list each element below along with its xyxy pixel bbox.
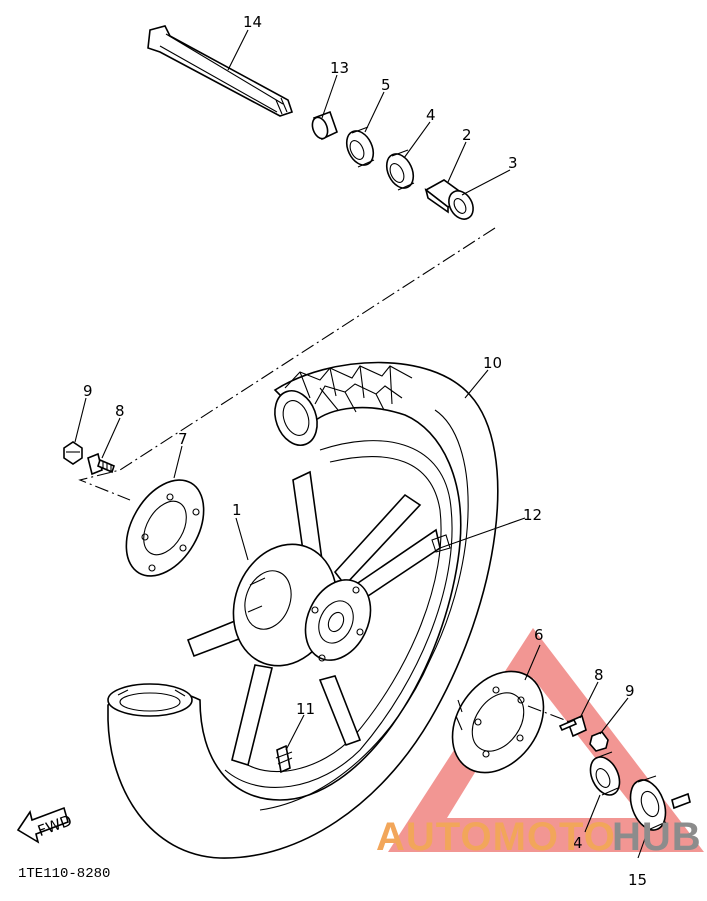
wheel-rim — [186, 440, 453, 788]
callout-12: 12 — [523, 506, 542, 524]
diagram-code: 1TE110-8280 — [18, 866, 110, 882]
callout-4-bottom: 4 — [573, 834, 583, 852]
callout-10: 10 — [483, 354, 502, 372]
bearing — [345, 126, 375, 168]
callout-15: 15 — [628, 871, 647, 889]
watermark-text-automoto: AUTOMOTO — [376, 815, 616, 859]
callout-9-right: 9 — [625, 682, 635, 700]
tire-valve — [275, 744, 293, 774]
callout-11: 11 — [296, 700, 315, 718]
callout-13: 13 — [330, 59, 349, 77]
bolt-left — [87, 452, 115, 476]
callout-7: 7 — [178, 430, 188, 448]
bearing-lower — [589, 751, 621, 796]
nut-left — [63, 441, 83, 465]
callout-1: 1 — [232, 501, 242, 519]
watermark-triangle-icon — [388, 628, 704, 852]
brake-disc-left — [125, 479, 205, 577]
bolt-right — [558, 714, 587, 738]
collar — [311, 110, 338, 141]
brake-disc-right — [451, 670, 545, 774]
callout-6: 6 — [534, 626, 544, 644]
oil-seal — [629, 775, 691, 831]
callout-9-left: 9 — [83, 382, 93, 400]
callout-8-left: 8 — [115, 402, 125, 420]
leader-lines — [74, 29, 649, 859]
callout-14: 14 — [243, 13, 262, 31]
watermark-text-hub: HUB — [612, 815, 702, 859]
tire — [107, 361, 499, 859]
axle — [147, 25, 294, 117]
callout-4-top: 4 — [426, 106, 436, 124]
callout-labels: 14 13 5 4 2 3 9 8 7 10 1 12 11 6 8 9 4 1… — [83, 13, 647, 889]
forward-arrow-icon: FWD — [16, 806, 74, 844]
fwd-label: FWD — [35, 811, 74, 840]
watermark-logo — [388, 628, 704, 852]
spacer-and-flange — [424, 179, 474, 220]
callout-3: 3 — [508, 154, 518, 172]
callout-8-right: 8 — [594, 666, 604, 684]
callout-2: 2 — [462, 126, 472, 144]
callout-5: 5 — [381, 76, 391, 94]
bearing-upper — [385, 149, 415, 191]
